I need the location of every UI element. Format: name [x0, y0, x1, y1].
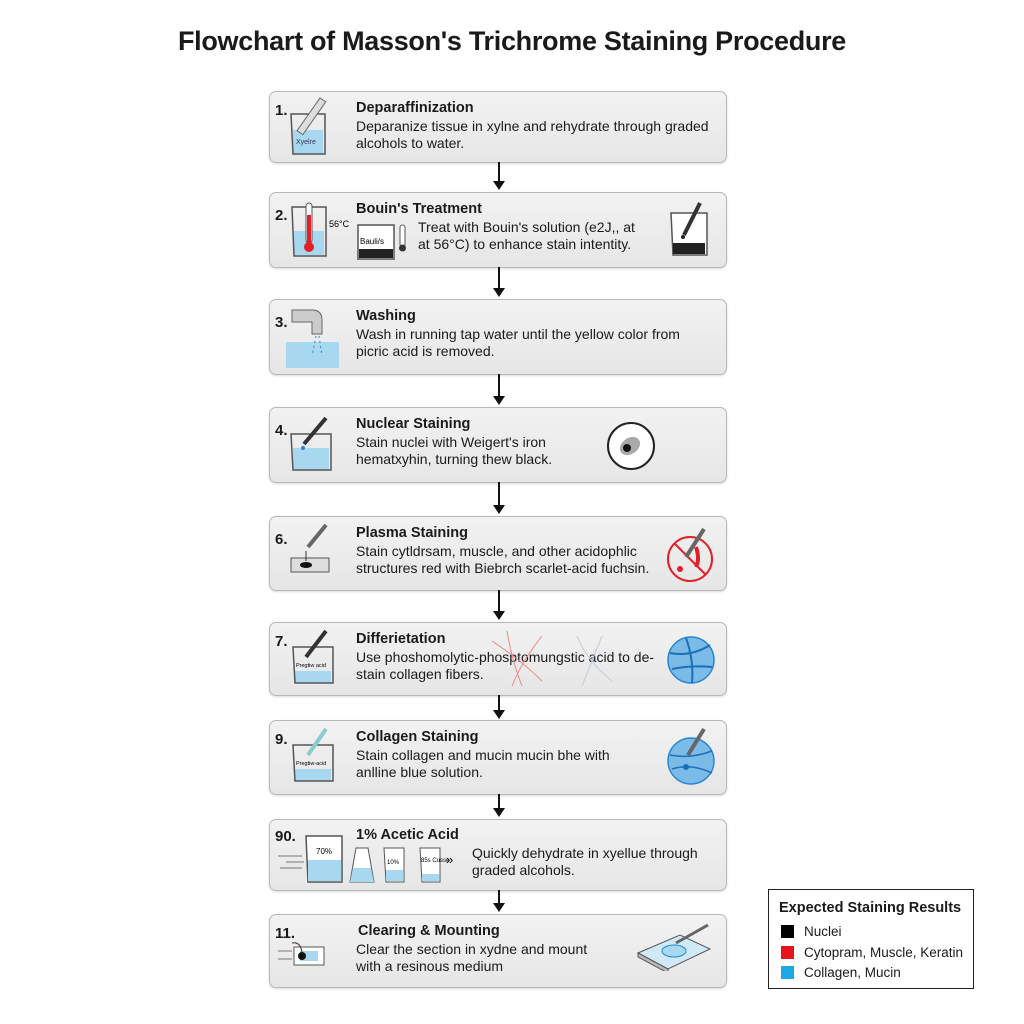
nucleus-cell-icon [607, 422, 655, 470]
flow-arrow [493, 890, 505, 912]
flow-arrow [493, 794, 505, 817]
graded-beakers-icon: 70% 10% 85s Cusse » [278, 835, 453, 883]
svg-text:85s Cusse: 85s Cusse [421, 858, 450, 864]
step-heading: Clearing & Mounting [358, 923, 500, 939]
flow-arrow [493, 267, 505, 297]
blue-stain-icon [667, 727, 715, 785]
legend-item-collagen: Collagen, Mucin [781, 965, 901, 980]
step-heading: Collagen Staining [356, 729, 479, 745]
step-number: 6. [275, 531, 288, 548]
step-10: 90. 1% Acetic Acid 70% 10% 85s Cusse » Q… [269, 819, 727, 891]
legend-title: Expected Staining Results [779, 900, 962, 916]
step-description: Deparanize tissue in xylne and rehydrate… [356, 118, 709, 151]
step-number: 90. [275, 828, 296, 845]
step-description: Clear the section in xydne and mount wit… [356, 941, 588, 974]
svg-text:Pregtiw acid: Pregtiw acid [296, 663, 326, 669]
step-9: 9. Pregtiw-acid Collagen Staining Stain … [269, 720, 727, 795]
step-description: Quickly dehydrate in xyellue through gra… [472, 845, 698, 878]
legend-swatch [781, 946, 794, 959]
thermometer-beaker-icon: 56°C Bauli/s [291, 202, 406, 260]
step-1: 1. Xyelre Deparaffinization Deparanize t… [269, 91, 727, 163]
tap-water-icon [286, 309, 339, 368]
step-description: Stain cytldrsam, muscle, and other acido… [356, 543, 650, 576]
step-4: 4. Nuclear Staining Stain nuclei with We… [269, 407, 727, 483]
svg-text:»: » [446, 852, 453, 867]
dropper-beaker-icon [670, 202, 708, 256]
step-number: 4. [275, 422, 288, 439]
step-3: 3. Washing Wash in running tap water unt… [269, 299, 727, 375]
step-number: 7. [275, 633, 288, 650]
step-description: Stain collagen and mucin mucin bhe with … [356, 747, 610, 780]
legend-item-nuclei: Nuclei [781, 924, 842, 939]
step-heading: Differietation [356, 631, 446, 647]
flow-arrow [493, 695, 505, 719]
flow-arrow [493, 590, 505, 620]
step-description: Treat with Bouin's solution (e2J,, at at… [418, 219, 635, 252]
svg-text:10%: 10% [387, 860, 400, 866]
step-heading: Nuclear Staining [356, 416, 471, 432]
flow-arrow [493, 162, 505, 190]
beaker-with-slide-icon: Xyelre [290, 97, 327, 155]
step-number: 2. [275, 207, 288, 224]
legend-item-cytoplasm: Cytopram, Muscle, Keratin [781, 945, 963, 960]
step-number: 9. [275, 731, 288, 748]
legend: Expected Staining Results Nuclei Cytopra… [768, 889, 974, 989]
svg-text:Bauli/s: Bauli/s [360, 237, 384, 246]
step-7: 7. Pregtiw acid Differietation Use phosh… [269, 622, 727, 696]
dropper-beaker-icon [290, 416, 332, 471]
dropper-beaker-icon: Pregtiw-acid [292, 727, 334, 782]
step-heading: Bouin's Treatment [356, 201, 482, 217]
legend-swatch [781, 925, 794, 938]
step-number: 1. [275, 102, 288, 119]
step-description: Wash in running tap water until the yell… [356, 326, 680, 359]
legend-swatch [781, 966, 794, 979]
svg-text:Xyelre: Xyelre [296, 139, 316, 146]
svg-text:Pregtiw-acid: Pregtiw-acid [296, 761, 326, 767]
flow-arrow [493, 482, 505, 514]
collagen-fibers-icon [667, 636, 715, 684]
dropper-slide-icon [290, 523, 330, 573]
step-description: Use phoshomolytic-phosptomungstic acid t… [356, 649, 655, 682]
step-2: 2. 56°C Bauli/s Bouin's Treatment Treat … [269, 192, 727, 268]
step-11: 11. Clearing & Mounting Clear the sectio… [269, 914, 727, 988]
step-number: 11. [275, 925, 296, 942]
svg-text:56°C: 56°C [329, 219, 350, 229]
step-heading: 1% Acetic Acid [356, 827, 459, 843]
red-stain-icon [667, 527, 713, 582]
step-heading: Deparaffinization [356, 100, 474, 116]
flow-arrow [493, 374, 505, 405]
svg-text:70%: 70% [316, 847, 332, 856]
mounting-slide-icon [636, 923, 712, 971]
step-heading: Plasma Staining [356, 525, 469, 541]
fibers-icon [492, 631, 612, 687]
page-title: Flowchart of Masson's Trichrome Staining… [177, 26, 847, 56]
step-heading: Washing [356, 308, 416, 324]
dropper-beaker-icon: Pregtiw acid [292, 629, 334, 684]
slide-icon [278, 942, 325, 966]
step-6: 6. Plasma Staining Stain cytldrsam, musc… [269, 516, 727, 591]
step-number: 3. [275, 314, 288, 331]
step-description: Stain nuclei with Weigert's iron hematxy… [356, 434, 553, 467]
